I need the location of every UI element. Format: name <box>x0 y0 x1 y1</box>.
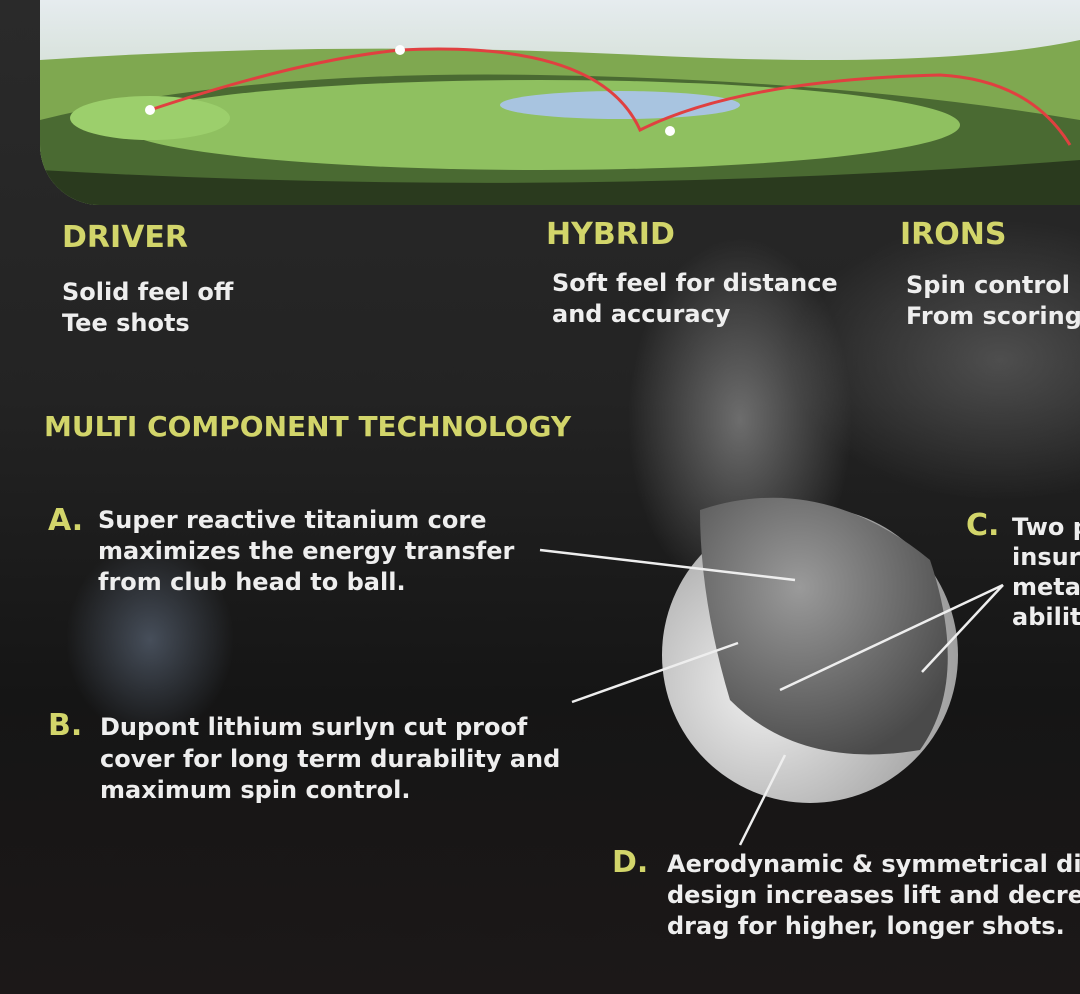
feature-line: Aerodynamic & symmetrical dimp <box>667 850 1080 878</box>
feature-c: C. Two p insure metal ability <box>966 508 1080 631</box>
feature-line: insure <box>1012 543 1080 571</box>
club-line: and accuracy <box>552 300 731 328</box>
club-line: Spin control <box>906 271 1070 299</box>
feature-line: Two p <box>1012 513 1080 541</box>
feature-letter: B. <box>48 708 83 743</box>
golf-ball-core <box>700 497 948 755</box>
golf-course-illustration <box>40 0 1080 205</box>
feature-a: A. Super reactive titanium core maximize… <box>48 503 514 596</box>
feature-line: ability <box>1012 603 1080 631</box>
club-line: Solid feel off <box>62 278 234 306</box>
club-line: Soft feel for distance <box>552 269 838 297</box>
club-line: From scoring l <box>906 302 1080 330</box>
feature-line: cover for long term durability and <box>100 745 561 773</box>
feature-letter: C. <box>966 508 1000 543</box>
feature-b: B. Dupont lithium surlyn cut proof cover… <box>48 708 560 804</box>
feature-line: metal <box>1012 573 1080 601</box>
club-title: DRIVER <box>62 220 188 255</box>
ball-trajectory <box>149 47 1072 146</box>
feature-d: D. Aerodynamic & symmetrical dimp design… <box>612 845 1080 955</box>
feature-line: drag for higher, longer shots. <box>667 912 1065 940</box>
feature-line: design increases lift and decrease <box>667 881 1080 909</box>
feature-line: Super reactive titanium core <box>98 506 487 534</box>
club-title: HYBRID <box>546 217 675 252</box>
feature-line: from club head to ball. <box>98 568 406 596</box>
feature-letter: A. <box>48 503 84 538</box>
feature-letter: D. <box>612 845 649 880</box>
club-title: IRONS <box>900 217 1007 252</box>
feature-line: maximum spin control. <box>100 776 411 804</box>
feature-line: Dupont lithium surlyn cut proof <box>100 713 528 741</box>
feature-line: maximizes the energy transfer <box>98 537 515 565</box>
section-title: MULTI COMPONENT TECHNOLOGY <box>44 410 572 443</box>
club-line: Tee shots <box>62 309 190 337</box>
